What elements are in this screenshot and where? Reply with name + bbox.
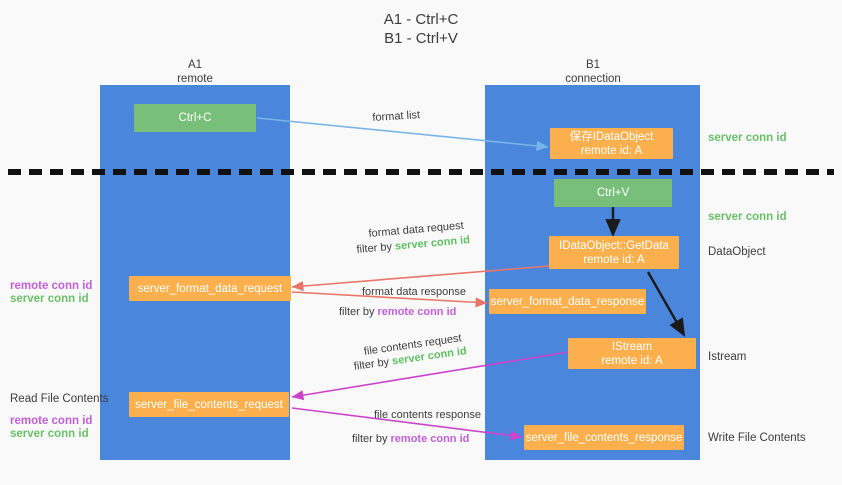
column-header-a1-sub: remote: [177, 73, 213, 85]
label-istream: Istream: [708, 351, 747, 363]
title-line-1: A1 - Ctrl+C: [383, 11, 459, 28]
label-remote-conn-id-2: remote conn id: [10, 415, 93, 427]
edge-label-file-contents-response-filter-prefix: filter by: [352, 433, 391, 445]
label-read-file-contents: Read File Contents: [10, 393, 109, 405]
label-write-file-contents: Write File Contents: [708, 432, 806, 444]
label-server-conn-id-1: server conn id: [10, 293, 89, 305]
label-server-conn-id-2: server conn id: [10, 428, 89, 440]
box-server-file-contents-request-label: server_file_contents_request: [135, 398, 283, 411]
column-header-b1-sub: connection: [565, 73, 621, 85]
box-istream-line2: remote id: A: [601, 354, 663, 367]
edge-label-file-contents-response: file contents response: [374, 409, 482, 421]
box-server-format-data-response[interactable]: server_format_data_response: [489, 289, 646, 314]
edge-label-format-data-response-filter: filter by remote conn id: [339, 305, 456, 320]
column-header-b1: B1 connection: [493, 58, 693, 86]
column-header-a1-name: A1: [187, 59, 203, 71]
edge-label-file-contents-response-filter: filter by remote conn id: [352, 432, 469, 447]
box-save-idataobject-line1: 保存IDataObject: [569, 130, 654, 143]
box-ctrl-c[interactable]: Ctrl+C: [134, 104, 256, 132]
box-istream[interactable]: IStream remote id: A: [568, 338, 696, 369]
edge-label-format-data-response-filter-prefix: filter by: [339, 306, 378, 318]
box-istream-line1: IStream: [611, 340, 653, 353]
column-header-b1-name: B1: [585, 59, 601, 71]
box-ctrl-c-label: Ctrl+C: [178, 112, 212, 124]
box-getdata-line2: remote id: A: [583, 253, 645, 266]
box-server-format-data-request-label: server_format_data_request: [137, 282, 283, 295]
box-ctrl-v-label: Ctrl+V: [596, 187, 630, 199]
box-server-file-contents-response-label: server_file_contents_response: [525, 431, 683, 444]
edge-label-format-data-request-filter-prefix: filter by: [356, 240, 396, 256]
box-server-file-contents-request[interactable]: server_file_contents_request: [129, 392, 289, 417]
box-save-idataobject[interactable]: 保存IDataObject remote id: A: [550, 128, 673, 159]
box-ctrl-v[interactable]: Ctrl+V: [554, 179, 672, 207]
box-getdata-line1: IDataObject::GetData: [559, 239, 669, 252]
title-line-2: B1 - Ctrl+V: [384, 30, 458, 47]
label-remote-conn-id-1: remote conn id: [10, 280, 93, 292]
edge-label-format-data-response-filter-value: remote conn id: [377, 306, 457, 318]
label-server-conn-id-top: server conn id: [708, 132, 787, 144]
box-server-format-data-response-label: server_format_data_response: [490, 295, 645, 308]
label-server-conn-id-mid: server conn id: [708, 211, 787, 223]
edge-label-format-list: format list: [372, 109, 421, 124]
edge-label-file-contents-request-filter-prefix: filter by: [353, 355, 393, 373]
edge-label-file-contents-response-filter-value: remote conn id: [390, 433, 470, 445]
page-title: A1 - Ctrl+C B1 - Ctrl+V: [0, 10, 842, 48]
box-save-idataobject-line2: remote id: A: [580, 144, 643, 157]
edge-label-format-data-response: format data response: [362, 286, 466, 298]
box-getdata[interactable]: IDataObject::GetData remote id: A: [549, 236, 679, 269]
column-header-a1: A1 remote: [95, 58, 295, 86]
box-server-format-data-request[interactable]: server_format_data_request: [129, 276, 291, 301]
box-server-file-contents-response[interactable]: server_file_contents_response: [524, 425, 684, 450]
label-dataobject: DataObject: [708, 246, 766, 258]
